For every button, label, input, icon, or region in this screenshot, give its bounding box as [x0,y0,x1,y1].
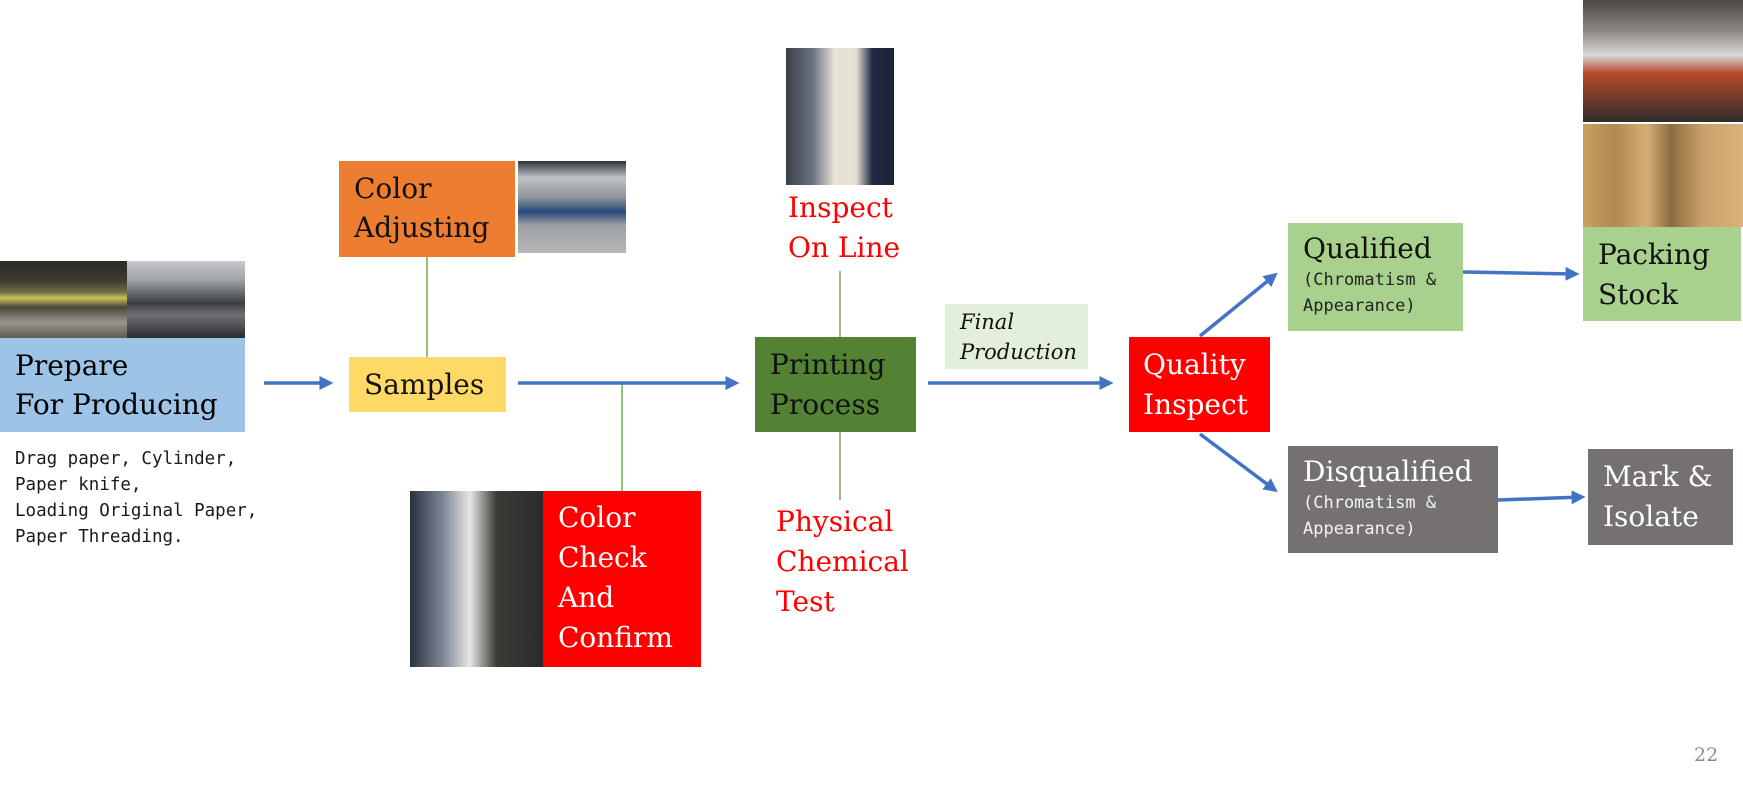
color-check-confirm-box: Color Check And Confirm [543,491,701,667]
cylinder-storage-photo [127,261,245,338]
packing-stock-box: Packing Stock [1583,227,1741,321]
samples-box: Samples [349,357,506,412]
arrow-quality-to-qualified [1198,272,1278,338]
final-production-label: Final Production [945,304,1088,369]
prepare-note: Drag paper, Cylinder, Paper knife, Loadi… [15,449,258,547]
arrow-quality-to-disqualified [1198,432,1278,493]
qualified-subtitle: (Chromatism & Appearance) [1303,270,1437,316]
rewinding-photo [1583,0,1743,122]
ink-lab-photo [518,161,626,253]
arrow-qualified-to-packing [1462,266,1580,281]
quality-inspect-box: Quality Inspect [1129,337,1270,432]
inspect-online-label: Inspect On Line [788,191,901,264]
color-adjusting-box: Color Adjusting [339,161,515,257]
paper-machine-photo [0,261,127,338]
printing-process-box: Printing Process [755,337,916,432]
disqualified-subtitle: (Chromatism & Appearance) [1303,493,1437,539]
physical-chemical-test-label: Physical Chemical Test [776,505,909,618]
stock-rolls-photo [1583,124,1743,227]
arrow-disqualified-to-mark-isolate [1497,490,1586,505]
page-number: 22 [1694,744,1719,766]
prepare-for-producing-box: Prepare For Producing [0,338,245,432]
online-inspection-photo [786,48,894,185]
disqualified-title: Disqualified [1303,455,1473,488]
qualified-box: Qualified (Chromatism & Appearance) [1288,223,1463,331]
color-check-photo [410,491,543,667]
mark-isolate-box: Mark & Isolate [1588,449,1733,545]
qualified-title: Qualified [1303,232,1432,265]
disqualified-box: Disqualified (Chromatism & Appearance) [1288,446,1498,553]
